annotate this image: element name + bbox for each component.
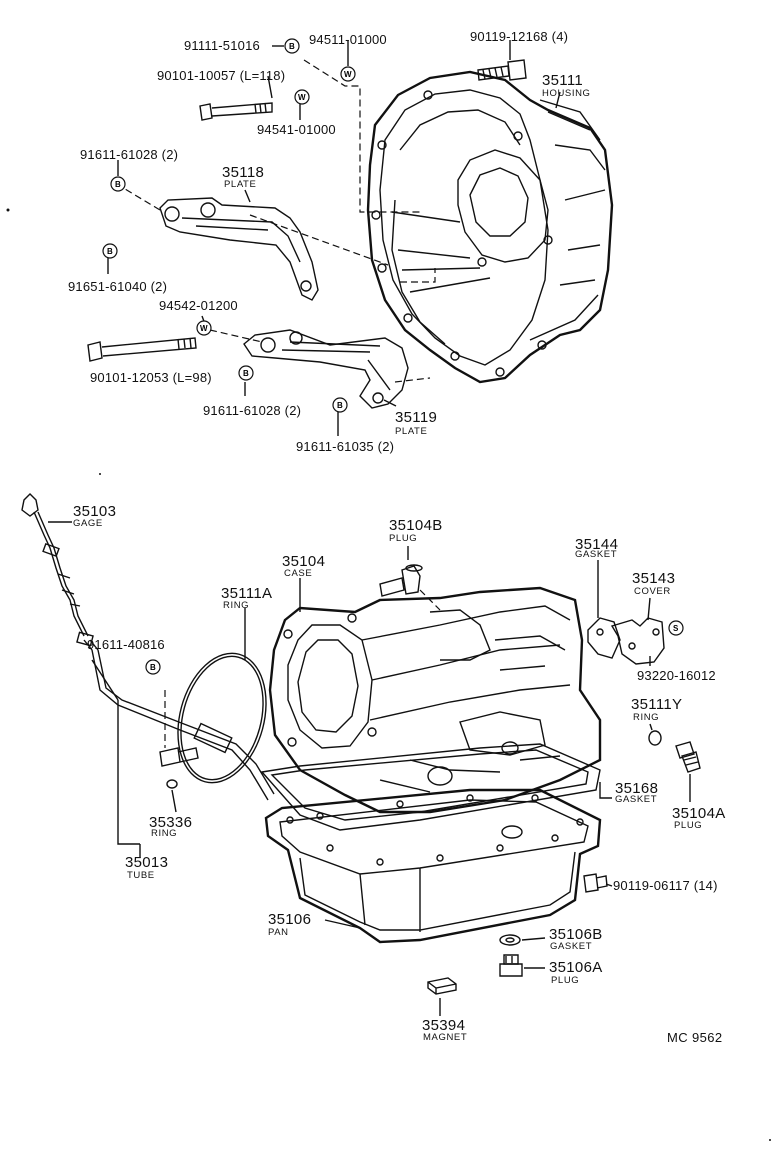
- part-94542-01200-label: 94542-01200: [159, 298, 238, 313]
- bolt-90101-12053-drawing: [87, 337, 197, 362]
- diagram-reference-code: MC 9562: [667, 1030, 723, 1045]
- bolt-90101-10057-drawing: [199, 102, 273, 121]
- part-35106-number: 35106: [268, 911, 312, 928]
- svg-text:W: W: [344, 70, 352, 79]
- b-badge-icon: B: [332, 397, 348, 413]
- part-35336-name: RING: [151, 828, 178, 839]
- bolt-90119-12168-drawing: [477, 59, 527, 81]
- part-35144-number: 35144: [575, 536, 619, 553]
- pan-35106-drawing: [264, 788, 602, 944]
- plate-35118-drawing: [159, 197, 319, 301]
- part-91111-51016-label: 91111-51016: [184, 38, 260, 53]
- b-badge-icon: B: [102, 243, 118, 259]
- svg-text:S: S: [673, 624, 679, 633]
- part-93220-16012-label: 93220-16012: [637, 668, 716, 683]
- plate-35119-drawing: [243, 329, 409, 409]
- part-35103-name: GAGE: [73, 518, 103, 529]
- part-91651-61040-label: 91651-61040 (2): [68, 279, 168, 294]
- plug-35106A-drawing: [499, 954, 523, 977]
- part-35104B-name: PLUG: [389, 533, 418, 544]
- part-35104B-number: 35104B: [389, 517, 443, 534]
- part-91611-61035-label: 91611-61035 (2): [296, 439, 395, 454]
- part-35104A-name: PLUG: [674, 820, 703, 831]
- cover-35143-drawing: [587, 617, 665, 665]
- part-35143-number: 35143: [632, 570, 676, 587]
- svg-text:B: B: [107, 247, 113, 256]
- part-35394-name: MAGNET: [423, 1032, 468, 1043]
- part-90101-10057-label: 90101-10057 (L=118): [157, 68, 286, 83]
- plug-35104B-drawing: [379, 564, 423, 597]
- part-35106B-name: GASKET: [550, 941, 593, 952]
- part-94541-01000-label: 94541-01000: [257, 122, 336, 137]
- part-91611-40816-label: 91611-40816: [87, 637, 165, 652]
- part-90119-12168-label: 90119-12168 (4): [470, 29, 569, 44]
- b-badge-icon: B: [238, 365, 254, 381]
- part-35106-name: PAN: [268, 927, 289, 938]
- part-35119-name: PLATE: [395, 426, 428, 437]
- part-35119-number: 35119: [395, 409, 438, 426]
- part-35111-number: 35111: [542, 72, 583, 89]
- part-35118-number: 35118: [222, 164, 265, 181]
- plug-35104A-drawing: [675, 741, 701, 773]
- s-badge-icon: S: [668, 620, 684, 636]
- part-90119-06117-label: 90119-06117 (14): [613, 878, 718, 893]
- part-35111-name: HOUSING: [542, 88, 591, 99]
- part-91611-61028-upper-label: 91611-61028 (2): [80, 147, 179, 162]
- part-35144-name: GASKET: [575, 549, 618, 560]
- svg-text:W: W: [298, 93, 306, 102]
- part-35143-name: COVER: [634, 586, 671, 597]
- part-35111A-number: 35111A: [221, 585, 273, 602]
- part-35104-number: 35104: [282, 553, 326, 570]
- part-35111A-name: RING: [223, 600, 250, 611]
- part-35336-number: 35336: [149, 814, 193, 831]
- part-35106B-number: 35106B: [549, 926, 603, 943]
- svg-text:B: B: [289, 42, 295, 51]
- b-badge-icon: B: [110, 176, 126, 192]
- svg-text:W: W: [200, 324, 208, 333]
- svg-text:B: B: [243, 369, 249, 378]
- part-90101-12053-label: 90101-12053 (L=98): [90, 370, 212, 385]
- part-94511-01000-label: 94511-01000: [309, 32, 387, 47]
- svg-text:B: B: [115, 180, 121, 189]
- w-badge-icon: W: [294, 89, 310, 105]
- part-35394-number: 35394: [422, 1017, 466, 1034]
- gasket-35168-drawing: [260, 743, 601, 831]
- part-35104-name: CASE: [284, 568, 313, 579]
- case-35104-drawing: [268, 586, 602, 814]
- gage-35103-drawing: [21, 493, 89, 637]
- svg-text:B: B: [150, 663, 156, 672]
- part-35118-name: PLATE: [224, 179, 257, 190]
- svg-text:B: B: [337, 401, 343, 410]
- w-badge-icon: W: [196, 320, 212, 336]
- b-badge-icon: B: [145, 659, 161, 675]
- part-35103-number: 35103: [73, 503, 117, 520]
- tube-35013-drawing: [76, 631, 275, 801]
- housing-35111-drawing: [366, 70, 614, 384]
- part-35111Y-name: RING: [633, 712, 660, 723]
- w-badge-icon: W: [340, 66, 356, 82]
- part-35013-name: TUBE: [127, 870, 155, 881]
- part-35106A-name: PLUG: [551, 975, 580, 986]
- part-35104A-number: 35104A: [672, 805, 726, 822]
- b-badge-icon: B: [284, 38, 300, 54]
- part-35168-number: 35168: [615, 780, 659, 797]
- bolt-91611-40816-drawing: [159, 747, 199, 767]
- part-35111Y-number: 35111Y: [631, 696, 683, 713]
- part-91611-61028-lower-label: 91611-61028 (2): [203, 403, 302, 418]
- part-35013-number: 35013: [125, 854, 169, 871]
- part-35106A-number: 35106A: [549, 959, 603, 976]
- part-35168-name: GASKET: [615, 794, 658, 805]
